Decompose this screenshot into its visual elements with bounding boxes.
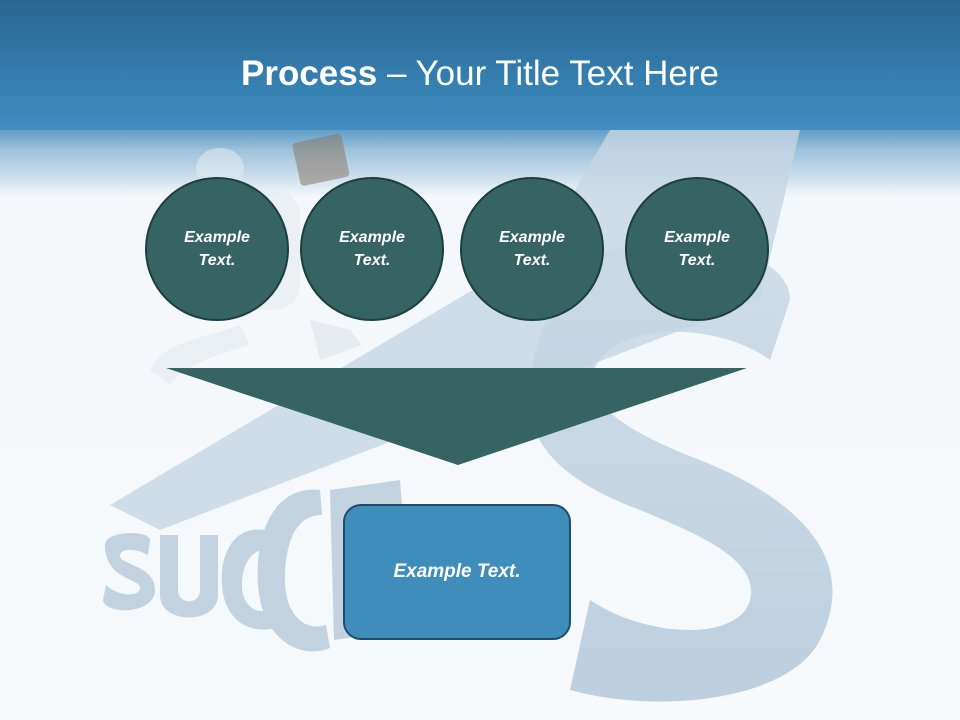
title-banner-fade [0, 125, 960, 195]
big-s-letter-shape [528, 243, 833, 702]
process-step-2-text: Example Text. [339, 229, 405, 269]
process-step-3-text: Example Text. [499, 229, 565, 269]
process-step-circle-1[interactable]: Example Text. [145, 177, 289, 321]
title-rest-part: Your Title Text Here [415, 54, 720, 93]
process-step-circle-2[interactable]: Example Text. [300, 177, 444, 321]
title-dash: – [377, 54, 416, 93]
process-step-circle-3[interactable]: Example Text. [460, 177, 604, 321]
title-bold-part: Process [241, 54, 378, 93]
result-box-text: Example Text. [393, 561, 521, 582]
slide-title: Process – Your Title Text Here [0, 52, 960, 96]
title-banner [0, 0, 960, 130]
process-step-4-text: Example Text. [664, 229, 730, 269]
process-step-circle-4[interactable]: Example Text. [625, 177, 769, 321]
result-box[interactable]: Example Text. [343, 504, 571, 640]
funnel-arrow-shape [166, 368, 747, 465]
process-step-1-text: Example Text. [184, 229, 250, 269]
